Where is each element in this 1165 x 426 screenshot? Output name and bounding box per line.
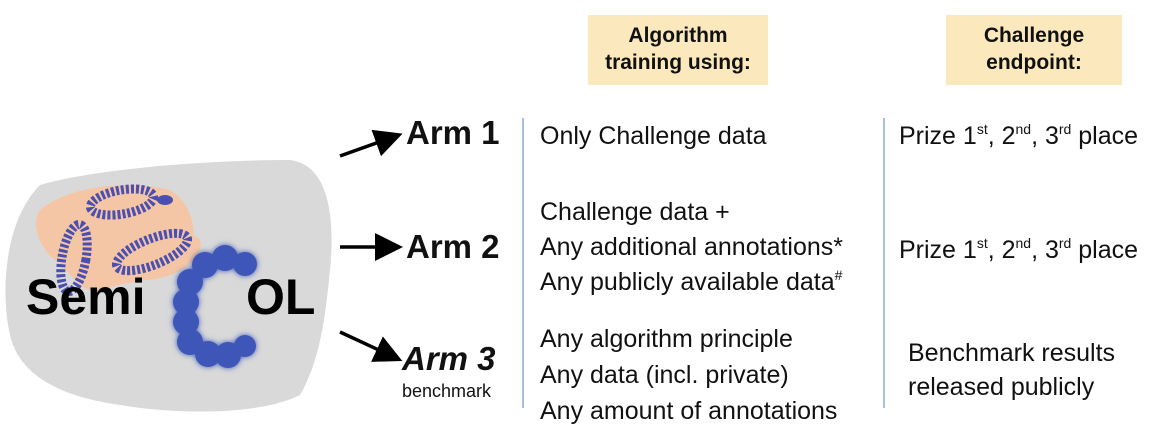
header-endpoint-line2: endpoint: <box>986 51 1082 74</box>
arm1-endpoint: Prize 1st, 2nd, 3rd place <box>899 121 1138 151</box>
prize-text: , 3 <box>1031 122 1059 150</box>
prize-text: place <box>1071 236 1139 264</box>
arm2-endpoint: Prize 1st, 2nd, 3rd place <box>899 235 1138 265</box>
arm2-training-line3: Any publicly available data# <box>540 267 842 297</box>
prize-text: Prize 1 <box>899 236 977 264</box>
header-training-line2: training using: <box>605 51 751 74</box>
ordinal-nd: nd <box>1015 235 1032 251</box>
gland-4 <box>157 195 173 205</box>
divider-left <box>522 118 524 408</box>
c-letter-cells <box>173 245 257 368</box>
arm1-label: Arm 1 <box>406 114 500 151</box>
arm3-endpoint-line2: released publicly <box>908 373 1095 401</box>
header-training-line1: Algorithm <box>628 24 728 47</box>
prize-text: place <box>1071 122 1139 150</box>
arm2-training-line2: Any additional annotations* <box>540 233 844 261</box>
ordinal-st: st <box>976 121 988 137</box>
arrows <box>339 129 403 362</box>
prize-text: Prize 1 <box>899 122 977 150</box>
header-training: Algorithm training using: <box>588 15 768 85</box>
prize-text: , 3 <box>1031 236 1059 264</box>
arm2-label: Arm 2 <box>406 228 500 265</box>
arm3-endpoint-line1: Benchmark results <box>908 339 1116 367</box>
hash-footnote-mark: # <box>834 267 843 283</box>
gland-2 <box>56 219 92 297</box>
arm3-label: Arm 3 <box>402 340 496 377</box>
gland-3 <box>111 228 193 276</box>
gland-1 <box>85 184 159 220</box>
arm2-training-line3-text: Any publicly available data <box>540 268 835 296</box>
ordinal-nd: nd <box>1015 121 1032 137</box>
header-endpoint: Challenge endpoint: <box>946 15 1122 85</box>
arrow-arm3 <box>339 330 403 362</box>
ordinal-st: st <box>976 235 988 251</box>
ordinal-rd: rd <box>1058 121 1072 137</box>
ordinal-rd: rd <box>1058 235 1072 251</box>
logo-text-ol: OL <box>246 269 316 325</box>
divider-right <box>883 118 885 408</box>
arrow-arm1 <box>339 129 403 158</box>
arm3-sublabel: benchmark <box>402 381 492 401</box>
prize-text: , 2 <box>987 122 1016 150</box>
arm3-training-line2: Any data (incl. private) <box>540 361 789 389</box>
arm1-training-line: Only Challenge data <box>540 122 767 150</box>
header-endpoint-line1: Challenge <box>983 24 1085 47</box>
semicol-logo-graphic <box>5 160 332 412</box>
logo-text-semi: Semi <box>26 269 146 325</box>
arm2-training-line1: Challenge data + <box>540 198 730 226</box>
prize-text: , 2 <box>987 236 1016 264</box>
arm3-training-line3: Any amount of annotations <box>540 397 838 425</box>
arm3-training-line1: Any algorithm principle <box>540 325 793 353</box>
